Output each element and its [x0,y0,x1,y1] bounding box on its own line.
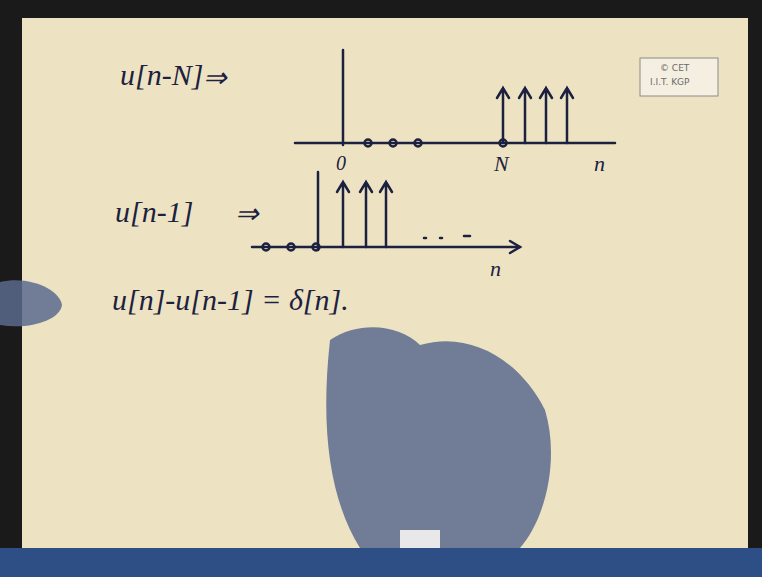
amplitude-axis [342,50,345,145]
plot-u-n-minus-N [295,50,615,147]
zero-sample [288,244,295,251]
zero-sample [415,140,422,147]
zero-sample [313,244,320,251]
impulse-arrow [337,182,349,247]
watermark-text: I.I.T. KGP [650,78,690,87]
paper-sheet [22,18,748,548]
watermark-text: © CET [660,64,689,73]
axis-arrowhead [510,241,520,253]
presenter-hand [0,280,62,326]
desk-strip [0,548,762,577]
handwritten-label: u[n]-u[n-1] = δ[n]. [112,285,349,315]
handwritten-label: u[n-N] [120,60,203,90]
impulse-arrow [519,88,531,143]
plot-u-n-minus-1 [252,172,520,253]
handwritten-label: ⇒ [235,200,258,228]
impulse-arrow [380,182,392,247]
zero-sample [365,140,372,147]
amplitude-axis [317,172,320,250]
handwritten-label: N [494,153,509,175]
handwritten-label: n [490,258,501,280]
handwritten-label: ⇒ [203,64,226,92]
impulse-arrow [497,88,509,143]
impulse-arrow [561,88,573,143]
marker-pen [400,530,440,548]
handwritten-label: u[n-1] [115,197,193,227]
zero-sample [263,244,270,251]
continuation-dots [424,236,470,238]
handwritten-label: 0 [336,153,346,173]
impulse-arrow [360,182,372,247]
handwritten-label: n [594,153,605,175]
impulse-arrow [540,88,552,143]
watermark-box [640,58,718,96]
presenter-hand [326,327,551,548]
zero-sample [390,140,397,147]
